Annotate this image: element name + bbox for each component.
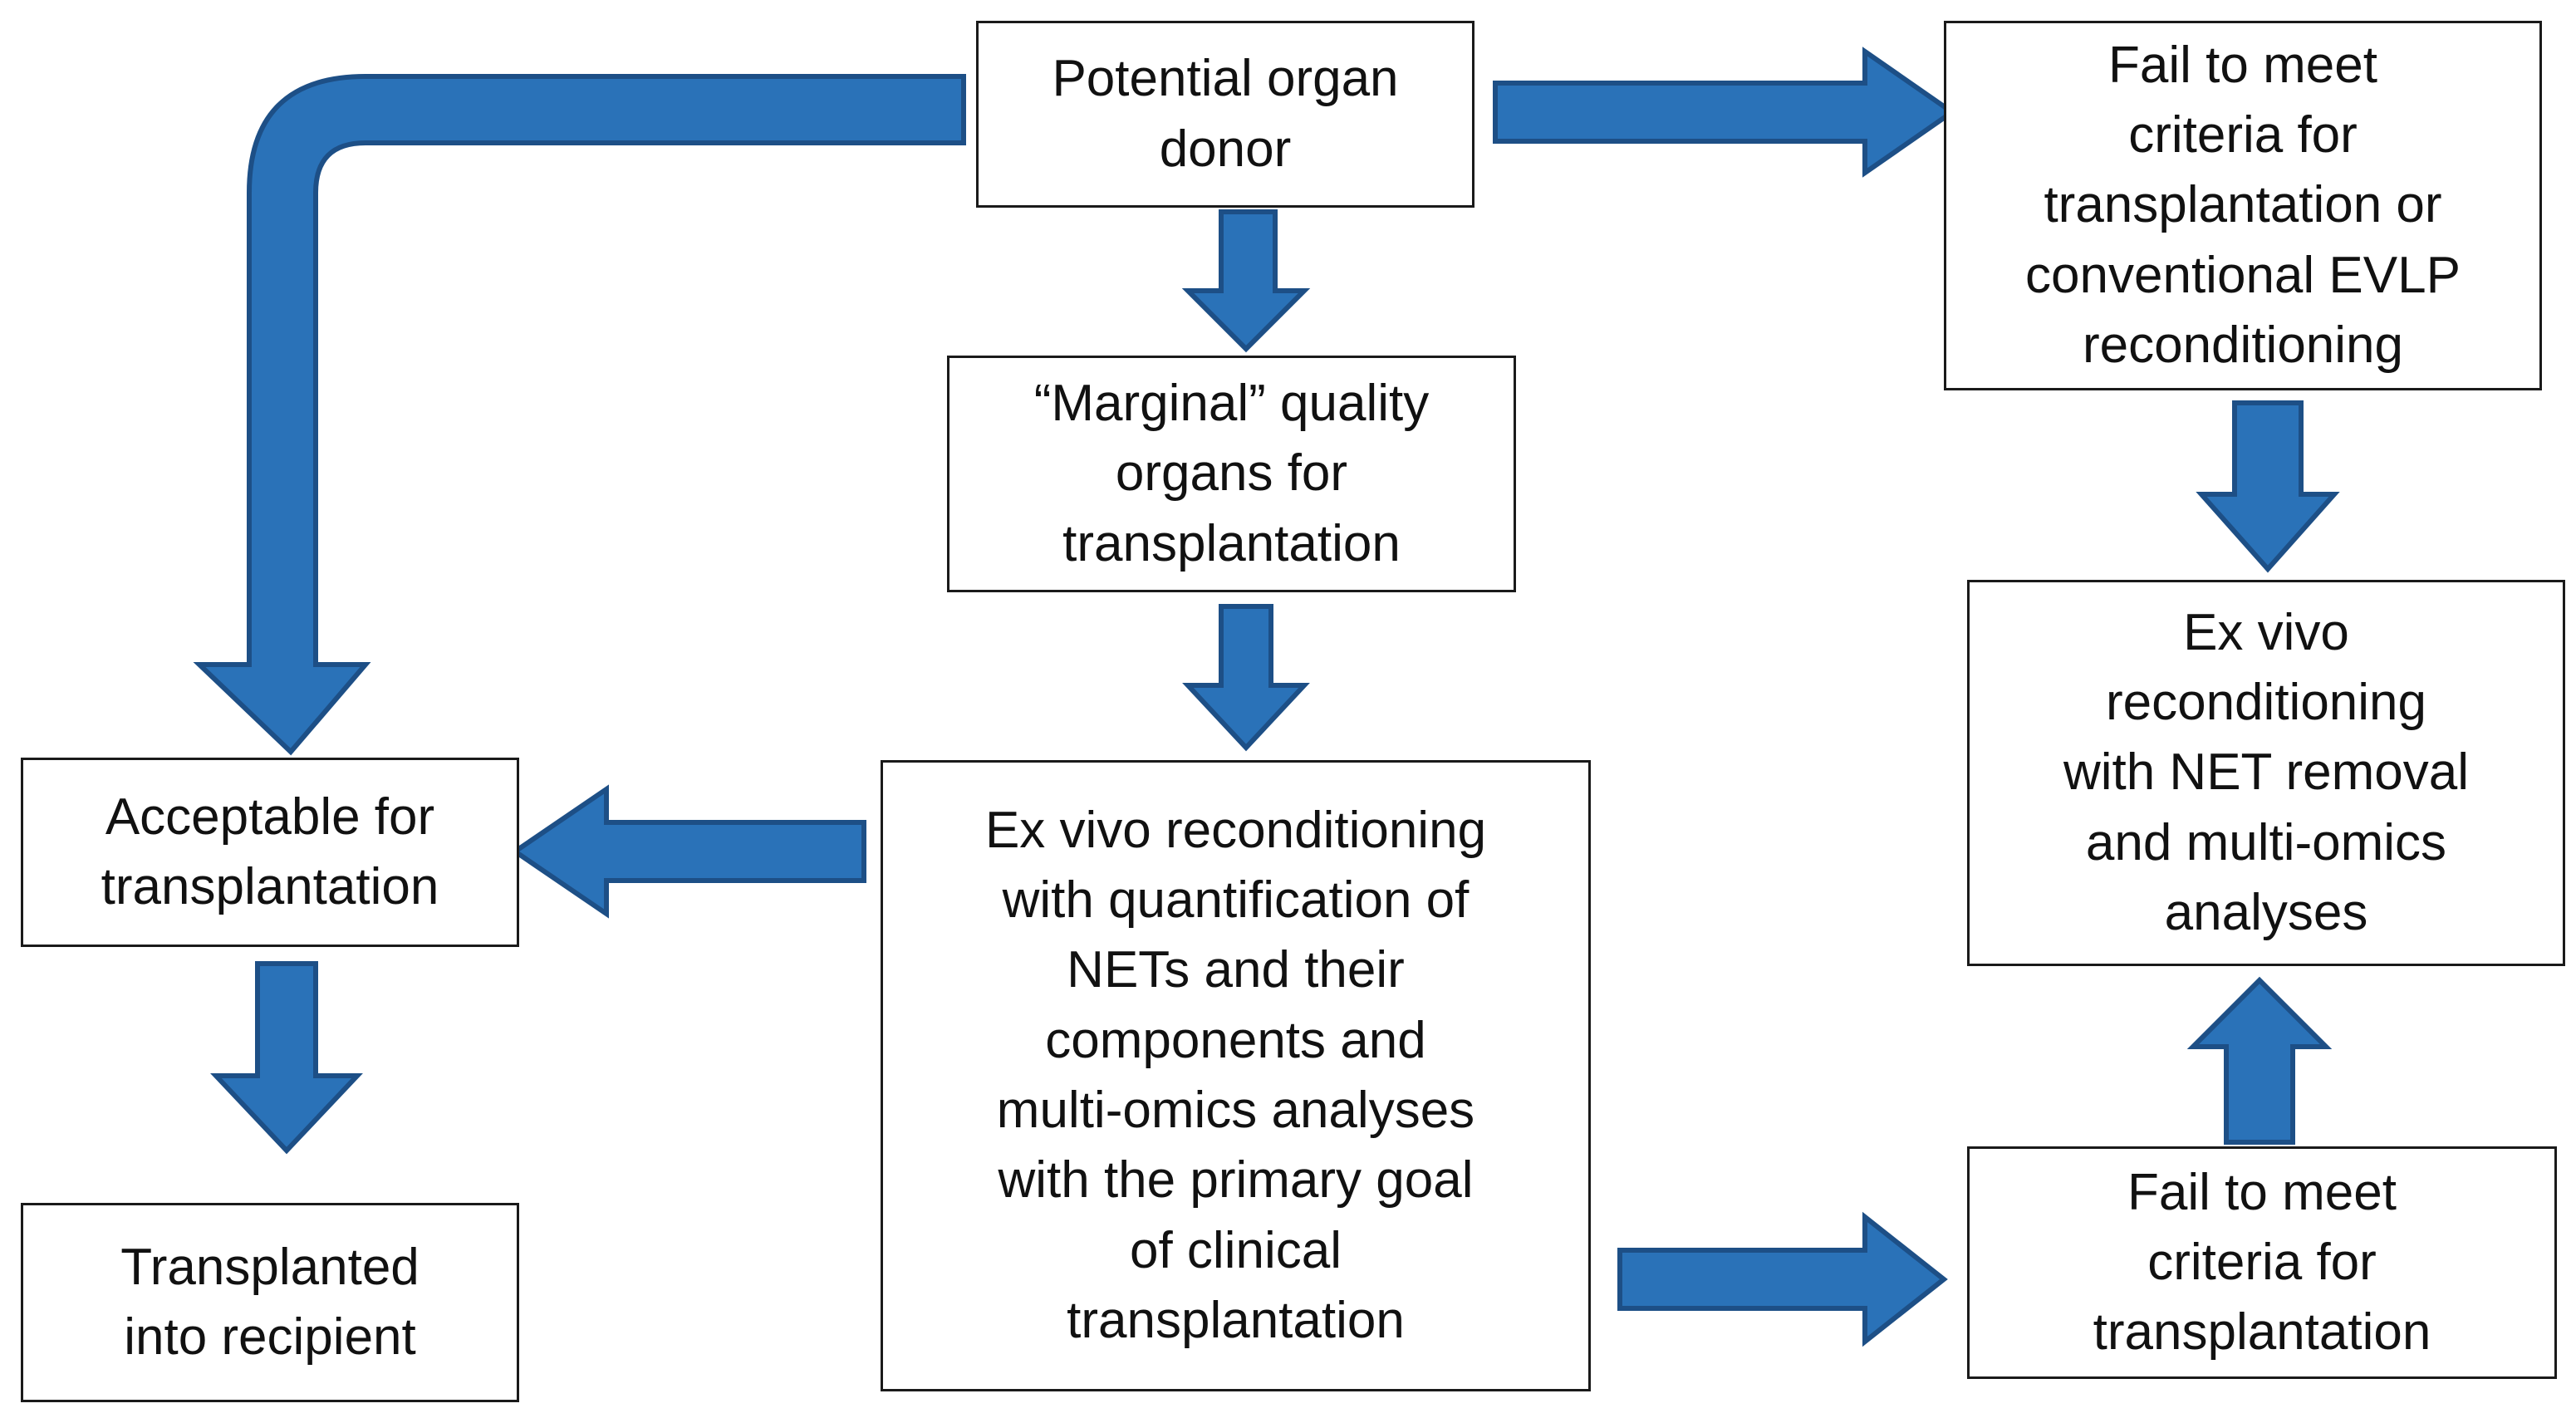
arrow-quantification-to-acceptable [510,784,866,919]
marginal-quality-box: “Marginal” quality organs for transplant… [947,356,1516,592]
arrow-marginal-to-quantification [1182,604,1310,752]
arrow-fail-to-net-removal [2186,976,2333,1145]
arrow-acceptable-to-transplanted [210,961,363,1155]
acceptable-box: Acceptable for transplantation [21,758,519,947]
ex-vivo-net-removal-box: Ex vivo reconditioning with NET removal … [1967,580,2565,966]
transplanted-box: Transplanted into recipient [21,1203,519,1402]
arrow-donor-to-acceptable [193,74,966,756]
arrow-quantification-to-fail [1617,1211,1948,1347]
fail-criteria-box: Fail to meet criteria for transplantatio… [1967,1146,2557,1379]
ex-vivo-quantification-box: Ex vivo reconditioning with quantificati… [881,760,1591,1391]
fail-criteria-evlp-box: Fail to meet criteria for transplantatio… [1944,21,2542,390]
arrow-donor-to-fail-evlp [1493,47,1957,178]
potential-donor-box: Potential organ donor [976,21,1474,208]
arrow-fail-evlp-to-net-removal [2196,400,2340,573]
arrow-donor-to-marginal [1181,209,1311,353]
